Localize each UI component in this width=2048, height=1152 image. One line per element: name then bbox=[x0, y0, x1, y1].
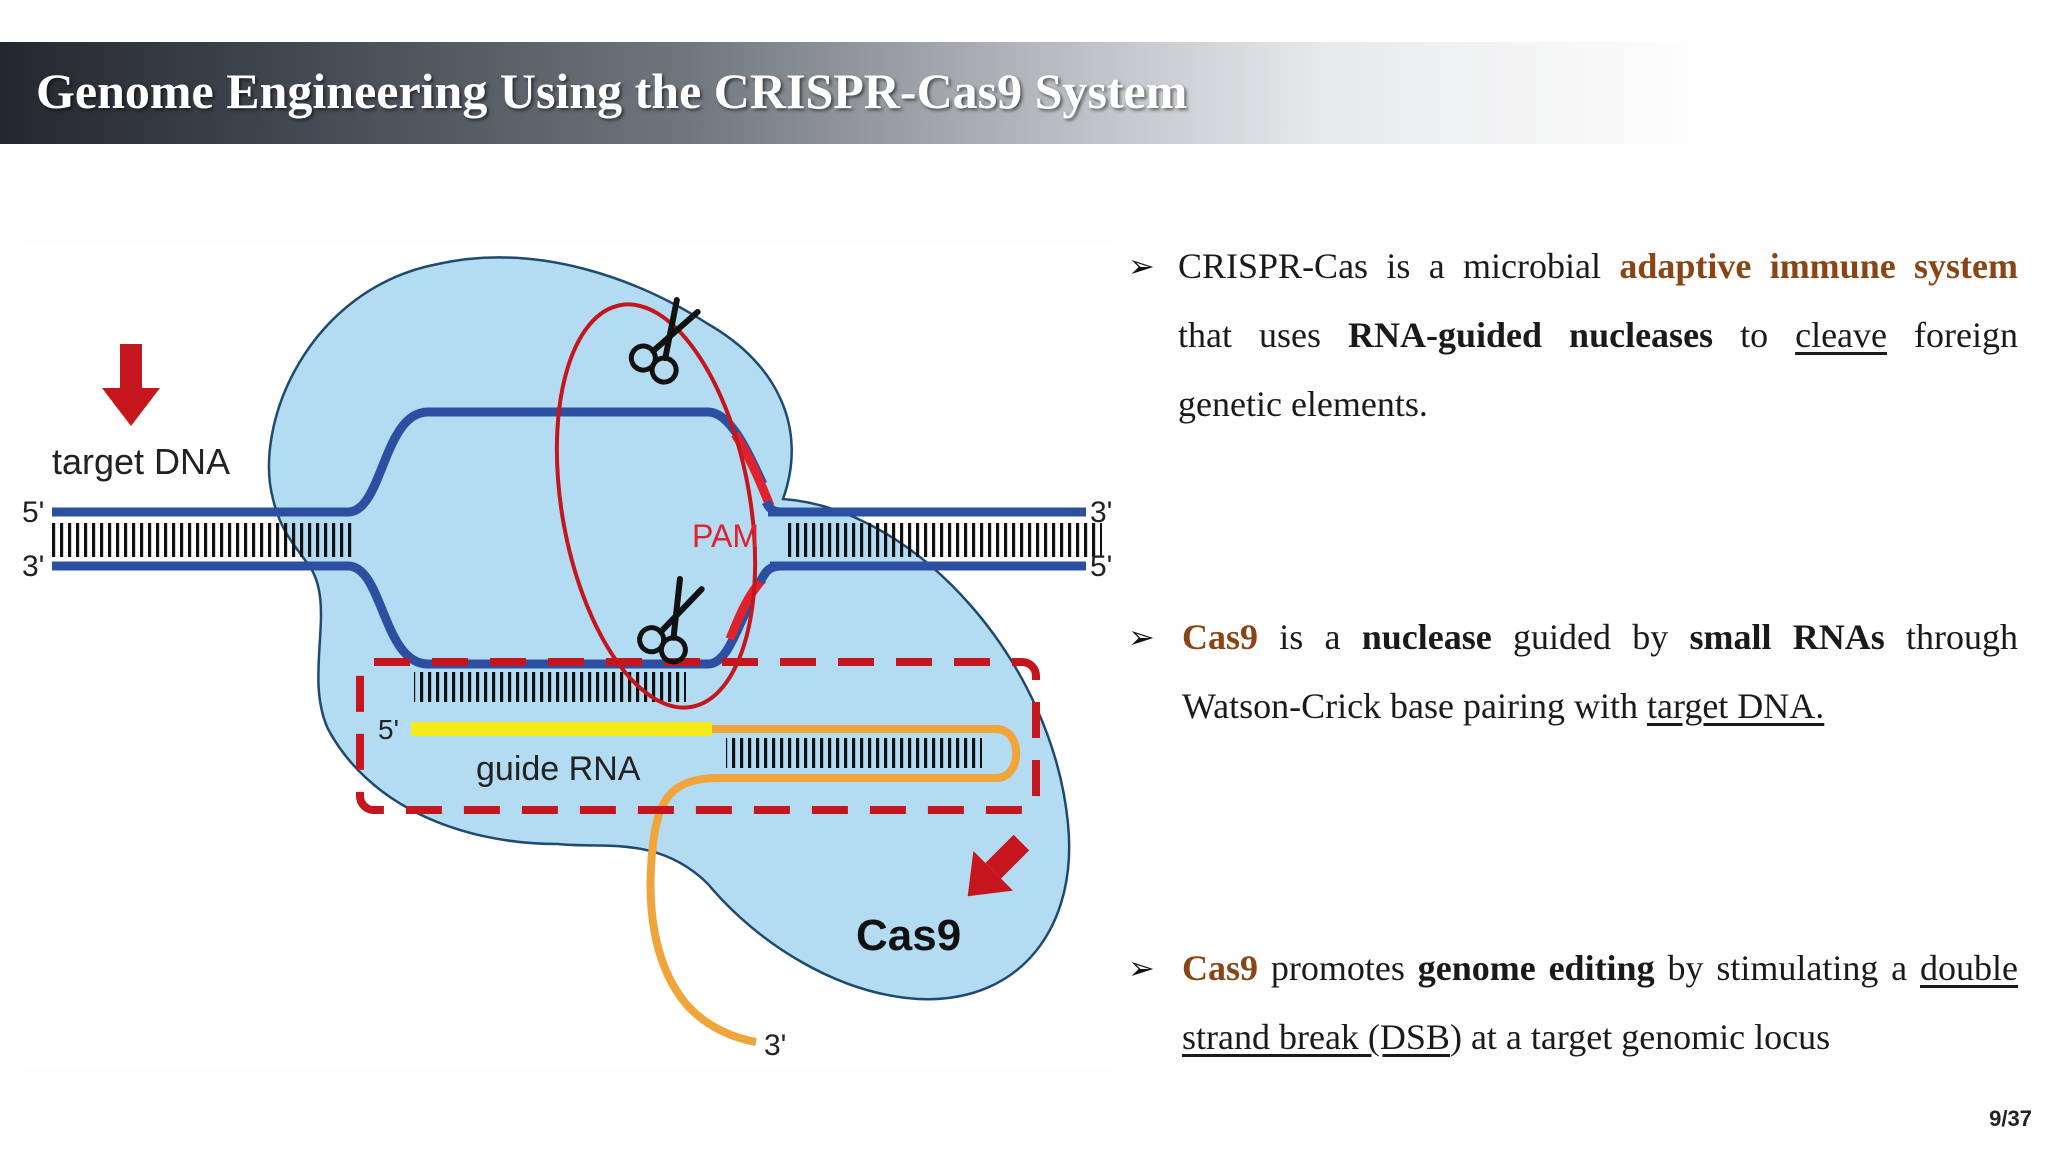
text-segment: that uses bbox=[1178, 315, 1349, 355]
five-prime-right-label: 5' bbox=[1090, 550, 1112, 583]
dna-top-join bbox=[761, 499, 783, 517]
tail-three-prime-label: 3' bbox=[764, 1029, 786, 1062]
dna-basepairs-left bbox=[52, 523, 352, 557]
text-segment: guided by bbox=[1491, 617, 1690, 657]
scaffold-basepairs bbox=[726, 738, 982, 768]
underlined-phrase: double strand break (DSB bbox=[1182, 948, 2019, 1057]
bullet-cas9-genome-editing: ➢ Cas9 promotes genome editing by stimul… bbox=[1128, 934, 2018, 1072]
underlined-phrase: cleave bbox=[1795, 315, 1888, 355]
bold-phrase: RNA-guided nucleases bbox=[1348, 315, 1714, 355]
bullet-cas9-nuclease: ➢ Cas9 is a nuclease guided by small RNA… bbox=[1128, 603, 2018, 741]
guide-basepairs bbox=[414, 672, 686, 702]
text-segment: ) at a target genomic locus bbox=[1449, 1017, 1831, 1057]
page-number: 9/37 bbox=[1989, 1106, 2032, 1131]
highlight-phrase: Cas9 bbox=[1182, 617, 1259, 657]
text-segment: foreign genetic elements. bbox=[1178, 315, 2018, 424]
highlight-phrase: adaptive immune system bbox=[1619, 246, 2018, 286]
cas9-label: Cas9 bbox=[856, 911, 961, 960]
crispr-diagram: target DNA 5' 3' 3' 5' PAM 5' guide RNA … bbox=[18, 244, 1114, 1068]
text-segment: by stimulating a bbox=[1654, 948, 1921, 988]
guide-five-prime-label: 5' bbox=[378, 714, 399, 745]
text-segment: promotes bbox=[1258, 948, 1418, 988]
highlight-phrase: Cas9 bbox=[1182, 948, 1259, 988]
bullet-text: CRISPR-Cas is a microbial adaptive immun… bbox=[1178, 232, 2018, 439]
bullet-text: Cas9 is a nuclease guided by small RNAs … bbox=[1182, 603, 2018, 741]
bold-phrase: small RNAs bbox=[1689, 617, 1885, 657]
bold-phrase: nuclease bbox=[1361, 617, 1492, 657]
bullet-arrow-icon: ➢ bbox=[1128, 248, 1155, 284]
crispr-diagram-svg: target DNA 5' 3' 3' 5' PAM 5' guide RNA … bbox=[22, 256, 1112, 1062]
text-segment: through Watson-Crick base pairing with bbox=[1182, 617, 2018, 726]
bold-phrase: genome editing bbox=[1417, 948, 1655, 988]
three-prime-right-label: 3' bbox=[1090, 496, 1112, 529]
five-prime-left-label: 5' bbox=[22, 496, 44, 529]
underlined-phrase: target DNA. bbox=[1647, 686, 1825, 726]
three-prime-left-label: 3' bbox=[22, 550, 44, 583]
bullet-arrow-icon: ➢ bbox=[1128, 950, 1155, 986]
dna-bottom-join bbox=[755, 561, 783, 585]
dna-basepairs-right bbox=[786, 523, 1102, 557]
bullet-arrow-icon: ➢ bbox=[1128, 619, 1155, 655]
bullet-text: Cas9 promotes genome editing by stimulat… bbox=[1182, 934, 2018, 1072]
guide-rna-highlight-box bbox=[356, 658, 1040, 814]
guide-rna-label: guide RNA bbox=[476, 750, 641, 788]
cas9-arrow-icon bbox=[967, 834, 1030, 897]
pam-label: PAM bbox=[692, 518, 759, 554]
pam-bottom-segment bbox=[725, 575, 767, 641]
scissors-bottom-icon bbox=[637, 575, 705, 665]
text-segment: CRISPR-Cas is a microbial bbox=[1178, 246, 1620, 286]
target-dna-arrow-icon bbox=[102, 344, 160, 426]
text-segment: is a bbox=[1258, 617, 1362, 657]
text-segment: to bbox=[1713, 315, 1796, 355]
slide-title: Genome Engineering Using the CRISPR-Cas9… bbox=[36, 63, 1188, 119]
title-bar bbox=[0, 42, 1700, 144]
scaffold-rna bbox=[646, 725, 1021, 1046]
cleavage-highlight-ellipse bbox=[554, 302, 758, 710]
target-dna-label: target DNA bbox=[52, 441, 230, 482]
bullet-crispr-definition: ➢ CRISPR-Cas is a microbial adaptive imm… bbox=[1128, 232, 2018, 439]
scissors-top-icon bbox=[628, 297, 701, 385]
